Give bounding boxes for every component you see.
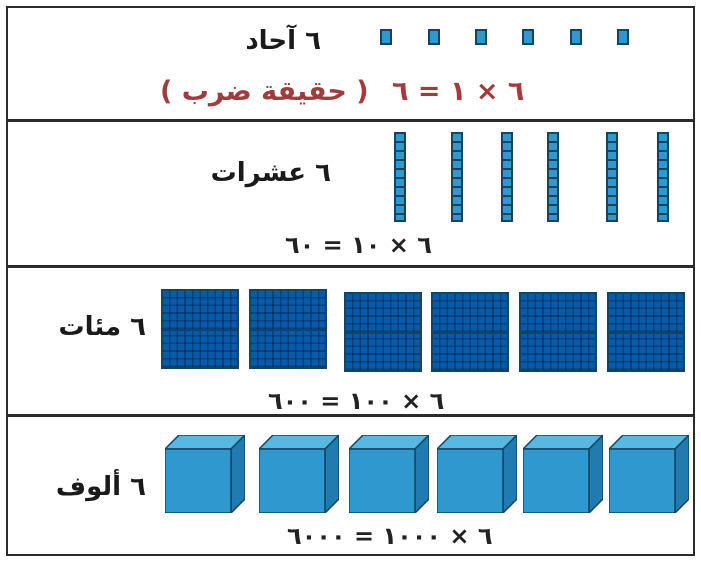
ten-rod [657, 132, 669, 222]
unit-cube [522, 29, 534, 45]
thousand-cube [165, 435, 245, 513]
unit-cube [570, 29, 582, 45]
place-value-table [6, 6, 695, 556]
ten-rod [394, 132, 406, 222]
unit-cube [380, 29, 392, 45]
ones-label: ٦ آحاد [245, 26, 321, 56]
tens-label: ٦ عشرات [210, 158, 331, 188]
thousand-cube [349, 435, 429, 513]
multiplication-fact-equation: ٦ × ١ = ٦ [392, 76, 525, 107]
row-divider [6, 119, 695, 122]
unit-cube [475, 29, 487, 45]
ten-rod [547, 132, 559, 222]
hundred-flat [607, 292, 685, 372]
ten-rod [451, 132, 463, 222]
hundred-flat [344, 292, 422, 372]
ones-fact-line: ٦ × ١ = ٦ ( حقيقة ضرب ) [160, 76, 524, 107]
thousand-cube [259, 435, 339, 513]
row-divider [6, 265, 695, 268]
ten-rod [501, 132, 513, 222]
thousand-cube [523, 435, 603, 513]
thousand-cube [609, 435, 689, 513]
unit-cube [617, 29, 629, 45]
hundreds-equation: ٦ × ١٠٠ = ٦٠٠ [268, 387, 445, 415]
ten-rod [606, 132, 618, 222]
row-divider [6, 414, 695, 417]
hundred-flat [519, 292, 597, 372]
thousands-equation: ٦ × ١٠٠٠ = ٦٠٠٠ [287, 522, 493, 550]
hundreds-label: ٦ مئات [58, 312, 146, 342]
multiplication-fact-note: ( حقيقة ضرب ) [160, 76, 369, 107]
thousands-label: ٦ ألوف [55, 472, 146, 502]
hundred-flat [161, 289, 239, 369]
unit-cube [428, 29, 440, 45]
tens-equation: ٦ × ١٠ = ٦٠ [285, 231, 432, 259]
thousand-cube [437, 435, 517, 513]
hundred-flat [249, 289, 327, 369]
hundred-flat [431, 292, 509, 372]
